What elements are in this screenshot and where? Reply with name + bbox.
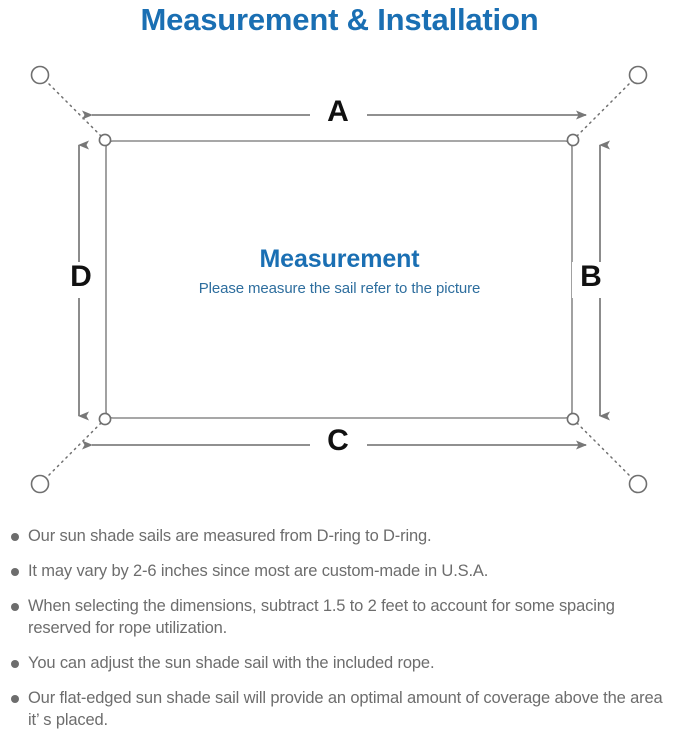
rope-line-top-left (42, 77, 102, 137)
bullet-icon (11, 568, 19, 576)
bottom-left-anchor-ring (30, 474, 50, 494)
sail-body (105, 140, 573, 419)
list-item: You can adjust the sun shade sail with t… (0, 652, 679, 674)
rope-line-top-right (576, 77, 636, 137)
bullet-icon (11, 603, 19, 611)
list-item: It may vary by 2-6 inches since most are… (0, 560, 679, 582)
notes-list: Our sun shade sails are measured from D-… (0, 525, 679, 744)
list-item: When selecting the dimensions, subtract … (0, 595, 679, 639)
rope-line-bottom-left (42, 422, 102, 482)
list-item-text: Our flat-edged sun shade sail will provi… (28, 689, 663, 729)
list-item-text: Our sun shade sails are measured from D-… (28, 527, 432, 545)
bullet-icon (11, 695, 19, 703)
top-right-anchor-ring (628, 65, 648, 85)
diagram-canvas (30, 65, 648, 494)
bullet-icon (11, 533, 19, 541)
bottom-right-anchor-ring (628, 474, 648, 494)
top-right-d-ring (566, 133, 580, 147)
dimension-label-d: D (62, 262, 100, 298)
list-item-text: It may vary by 2-6 inches since most are… (28, 562, 489, 580)
bottom-left-d-ring (98, 412, 112, 426)
list-item-text: You can adjust the sun shade sail with t… (28, 654, 435, 672)
page-title: Measurement & Installation (140, 2, 539, 37)
dimension-label-c: C (310, 426, 366, 460)
top-left-d-ring (98, 133, 112, 147)
bottom-right-d-ring (566, 412, 580, 426)
dimension-label-b: B (572, 262, 610, 298)
measurement-diagram: A B C D Measurement Please measure the s… (0, 44, 679, 514)
top-left-anchor-ring (30, 65, 50, 85)
list-item-text: When selecting the dimensions, subtract … (28, 597, 615, 637)
dimension-label-a: A (310, 97, 366, 131)
list-item: Our flat-edged sun shade sail will provi… (0, 687, 679, 731)
bullet-icon (11, 660, 19, 668)
rope-line-bottom-right (576, 422, 636, 482)
list-item: Our sun shade sails are measured from D-… (0, 525, 679, 547)
